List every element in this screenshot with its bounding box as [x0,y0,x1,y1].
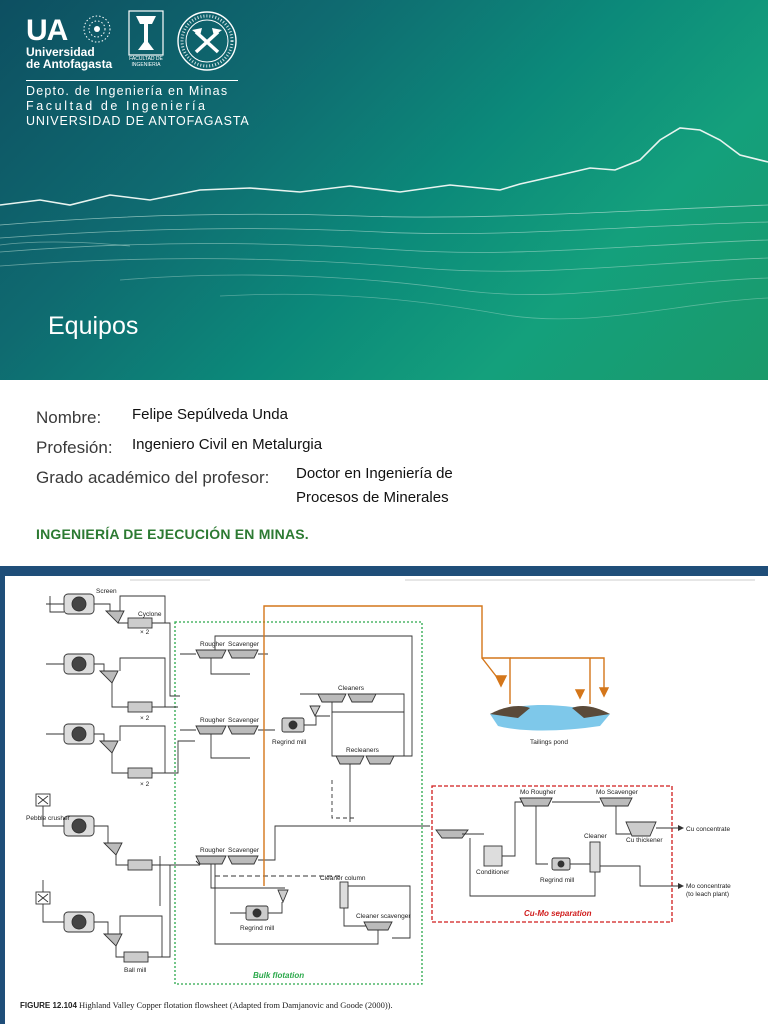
slide-title: Equipos [48,312,139,340]
label-regrind-mill-1: Regrind mill [272,739,307,746]
figure-top-bar [0,566,768,576]
label-conditioner: Conditioner [476,869,510,876]
label-mo-scavenger: Mo Scavenger [596,789,639,796]
faculty-emblem-icon [128,10,164,56]
caption-text: Highland Valley Copper flotation flowshe… [79,1000,393,1010]
flowsheet-diagram: Screen Cyclone × 2 × 2 × 2 Pebble crushe… [5,576,768,1024]
label-scavenger-2: Scavenger [228,717,260,724]
label-cumo-separation: Cu-Mo separation [524,909,592,918]
figure-caption: FIGURE 12.104 Highland Valley Copper flo… [20,1000,393,1010]
dotted-globe-icon [83,15,111,43]
label-ball-mill: Ball mill [124,967,147,974]
faculty-logo-text: FACULTAD DE INGENIERIA [129,56,163,68]
degree-value-line-1: Doctor en Ingeniería de [296,465,453,482]
label-mo-concentrate: Mo concentrate [686,883,731,890]
tailings-pond-icon [490,705,610,731]
label-x2-c: × 2 [140,781,150,788]
bulk-flotation-boundary [174,621,423,985]
label-regrind-mill-3: Regrind mill [540,877,575,884]
label-cu-concentrate: Cu concentrate [686,826,730,833]
department-line: Depto. de Ingeniería en Minas [26,84,229,98]
figure-left-bar [0,566,5,1024]
label-cyclone: Cyclone [138,611,162,618]
faculty-line: Facultad de Ingeniería [26,99,208,113]
logo-name-line-1: Universidad [26,45,95,59]
label-scavenger-1: Scavenger [228,641,260,648]
name-value: Felipe Sepúlveda Unda [132,406,288,423]
program-name: INGENIERÍA DE EJECUCIÓN EN MINAS. [36,526,309,542]
university-line: UNIVERSIDAD DE ANTOFAGASTA [26,114,250,128]
label-rougher-1: Rougher [200,641,226,648]
title-banner: UA Universidad de Antofagasta FACULTAD D… [0,0,768,380]
label-cu-thickener: Cu thickener [626,837,663,844]
degree-value-line-2: Procesos de Minerales [296,489,449,506]
label-tailings-pond: Tailings pond [530,739,568,746]
label-cleaner-scavenger: Cleaner scavenger [356,913,411,920]
logo-divider [26,80,238,81]
profession-value: Ingeniero Civil en Metalurgia [132,436,323,453]
label-regrind-mill-2: Regrind mill [240,925,275,932]
label-mo-rougher: Mo Rougher [520,789,557,796]
label-screen: Screen [96,588,117,595]
label-rougher-2: Rougher [200,717,226,724]
label-cleaners: Cleaners [338,685,365,692]
caption-label: FIGURE 12.104 [20,1001,77,1010]
degree-label: Grado académico del profesor: [36,468,270,487]
label-cleaner: Cleaner [584,833,608,840]
department-block: Depto. de Ingeniería en Minas Facultad d… [26,84,250,129]
label-pebble-crusher: Pebble crusher [26,815,71,822]
label-bulk-flotation: Bulk flotation [253,971,304,980]
engineering-faculty-logo: FACULTAD DE INGENIERIA [128,10,164,74]
logo-name-line-2: de Antofagasta [26,57,113,71]
label-x2-a: × 2 [140,629,150,636]
mountain-lines-decoration [0,127,768,320]
mining-seal-icon [177,11,237,71]
label-scavenger-3: Scavenger [228,847,260,854]
label-recleaners: Recleaners [346,747,380,754]
cumo-separation-boundary [431,785,673,923]
flowsheet-figure: Screen Cyclone × 2 × 2 × 2 Pebble crushe… [0,566,768,1024]
label-rougher-3: Rougher [200,847,226,854]
name-label: Nombre: [36,408,102,427]
label-cleaner-column: Cleaner column [320,875,366,882]
university-logo: UA Universidad de Antofagasta [26,14,118,74]
label-x2-b: × 2 [140,715,150,722]
logo-ua-letters: UA [26,14,68,47]
label-mo-concentrate-destination: (to leach plant) [686,891,729,898]
logo-ua-name: Universidad de Antofagasta [26,46,136,70]
tailings-lines [263,605,610,886]
profession-label: Profesión: [36,438,113,457]
